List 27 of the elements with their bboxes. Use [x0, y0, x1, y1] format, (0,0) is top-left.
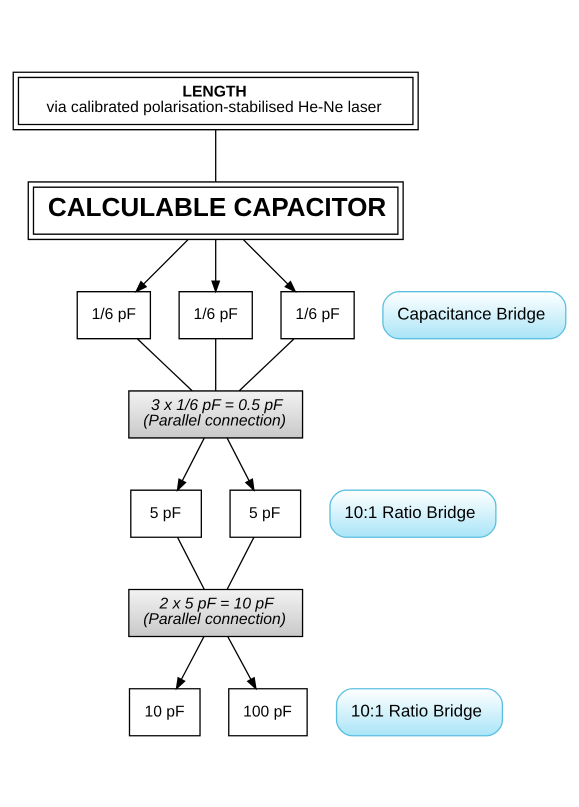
arrow: [226, 437, 255, 492]
node-box: 10:1 Ratio Bridge: [329, 489, 497, 538]
arrow: [176, 437, 205, 492]
arrow: [227, 636, 257, 690]
arrow: [243, 238, 297, 292]
node-box: 1/6 pF: [76, 290, 152, 339]
node-box: 10:1 Ratio Bridge: [336, 688, 504, 736]
arrow: [176, 636, 204, 690]
connector: [215, 338, 216, 390]
arrow: [211, 239, 220, 294]
node-box: 2 x 5 pF = 10 pF (Parallel connection): [128, 588, 304, 637]
connector: [226, 536, 254, 590]
node-box: 10 pF: [128, 688, 201, 736]
node-box: 1/6 pF: [178, 290, 253, 339]
node-box: Capacitance Bridge: [382, 290, 566, 339]
connector: [238, 338, 294, 391]
node-box: LENGTH via calibrated polarisation-stabilised He-Ne laser: [12, 71, 419, 130]
node-box: 1/6 pF: [280, 290, 355, 339]
node-box: 3 x 1/6 pF = 0.5 pF (Parallel connection): [128, 390, 304, 438]
node-box: 5 pF: [229, 489, 302, 538]
connector: [137, 338, 193, 391]
connector: [176, 536, 205, 590]
node-box: 100 pF: [228, 688, 308, 736]
node-box: CALCULABLE CAPACITOR: [28, 180, 404, 240]
node-box: 5 pF: [130, 489, 202, 538]
connector: [215, 129, 216, 182]
arrow: [134, 238, 188, 292]
